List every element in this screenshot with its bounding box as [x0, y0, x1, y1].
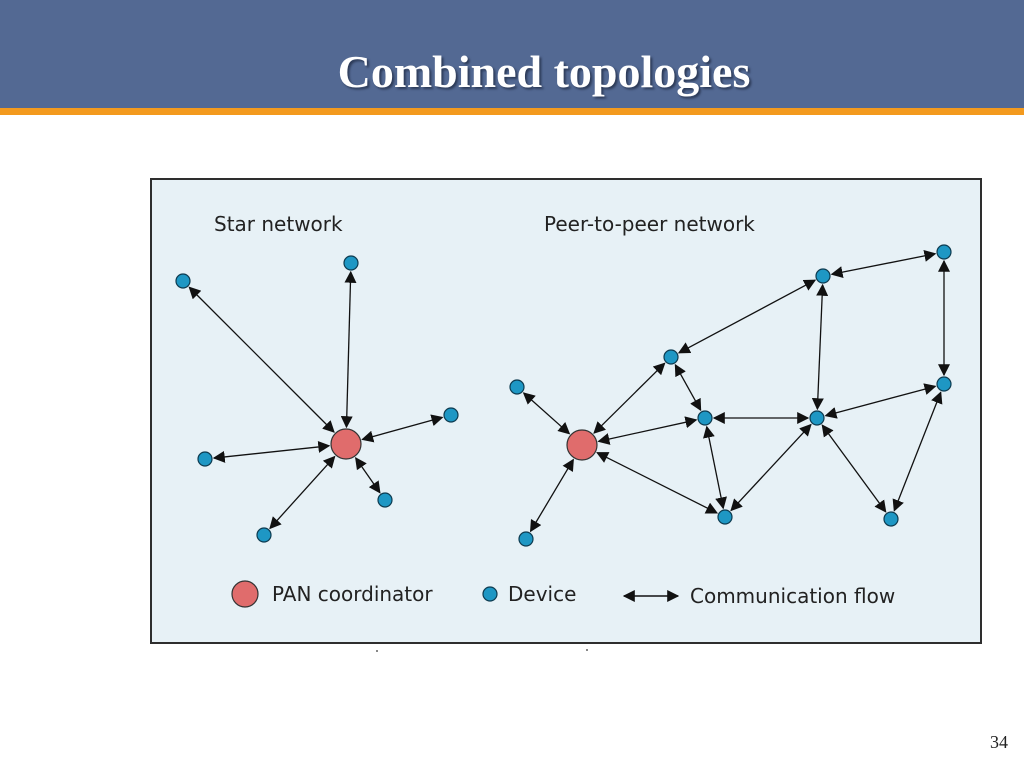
- communication-flow-arrow: [340, 270, 357, 429]
- communication-links: [188, 249, 950, 533]
- communication-flow-arrow: [821, 424, 887, 513]
- communication-flow-arrow: [522, 392, 571, 435]
- legend-device-label: Device: [508, 582, 576, 606]
- legend: PAN coordinator Device Communication flo…: [231, 580, 895, 608]
- peer-device: [518, 531, 534, 547]
- star-device: [443, 407, 459, 423]
- communication-flow-arrow: [674, 363, 702, 412]
- star-pan-coordinator: [330, 428, 362, 460]
- star-network-label: Star network: [214, 212, 343, 236]
- communication-flow-arrow: [597, 416, 698, 445]
- title-bar: [0, 0, 1024, 108]
- star-device: [197, 451, 213, 467]
- slide-title: Combined topologies: [337, 46, 751, 97]
- star-device: [377, 492, 393, 508]
- communication-flow-arrow: [811, 283, 829, 411]
- communication-flow-arrow: [212, 440, 331, 463]
- peer-device: [509, 379, 525, 395]
- communication-flow-arrow: [596, 452, 719, 514]
- communication-flow-arrow: [355, 456, 381, 494]
- communication-flow-arrow: [188, 286, 335, 433]
- star-device: [343, 255, 359, 271]
- page-number: 34: [990, 732, 1008, 752]
- peer-pan-coordinator: [566, 429, 598, 461]
- pan-coordinator-icon: [231, 580, 259, 608]
- title-accent-stripe: [0, 108, 1024, 115]
- peer-device: [936, 244, 952, 260]
- peer-device: [815, 268, 831, 284]
- communication-flow-arrow: [593, 362, 666, 434]
- legend-communication-flow-label: Communication flow: [690, 584, 895, 608]
- topology-diagram-canvas: Star network Peer-to-peer network PAN co…: [175, 212, 952, 608]
- peer-device: [883, 511, 899, 527]
- communication-flow-arrow: [361, 414, 444, 443]
- communication-flow-arrow: [730, 423, 812, 512]
- topology-diagram: Star network Peer-to-peer network PAN co…: [150, 178, 982, 644]
- peer-device: [663, 349, 679, 365]
- scan-artifact: [376, 649, 588, 652]
- communication-flow-arrow: [892, 391, 943, 512]
- communication-flow-arrow: [703, 425, 727, 510]
- peer-device: [936, 376, 952, 392]
- peer-device: [697, 410, 713, 426]
- communication-flow-arrow: [269, 455, 336, 530]
- peer-device: [809, 410, 825, 426]
- communication-flow-arrow: [830, 249, 937, 279]
- star-device: [175, 273, 191, 289]
- communication-flow-arrow: [824, 383, 937, 419]
- peer-device: [717, 509, 733, 525]
- network-nodes: [175, 244, 952, 547]
- communication-flow-arrow: [529, 458, 574, 533]
- peer-to-peer-network-label: Peer-to-peer network: [544, 212, 755, 236]
- communication-flow-arrow: [677, 279, 817, 354]
- device-icon: [482, 586, 498, 602]
- star-device: [256, 527, 272, 543]
- legend-pan-coordinator-label: PAN coordinator: [272, 582, 433, 606]
